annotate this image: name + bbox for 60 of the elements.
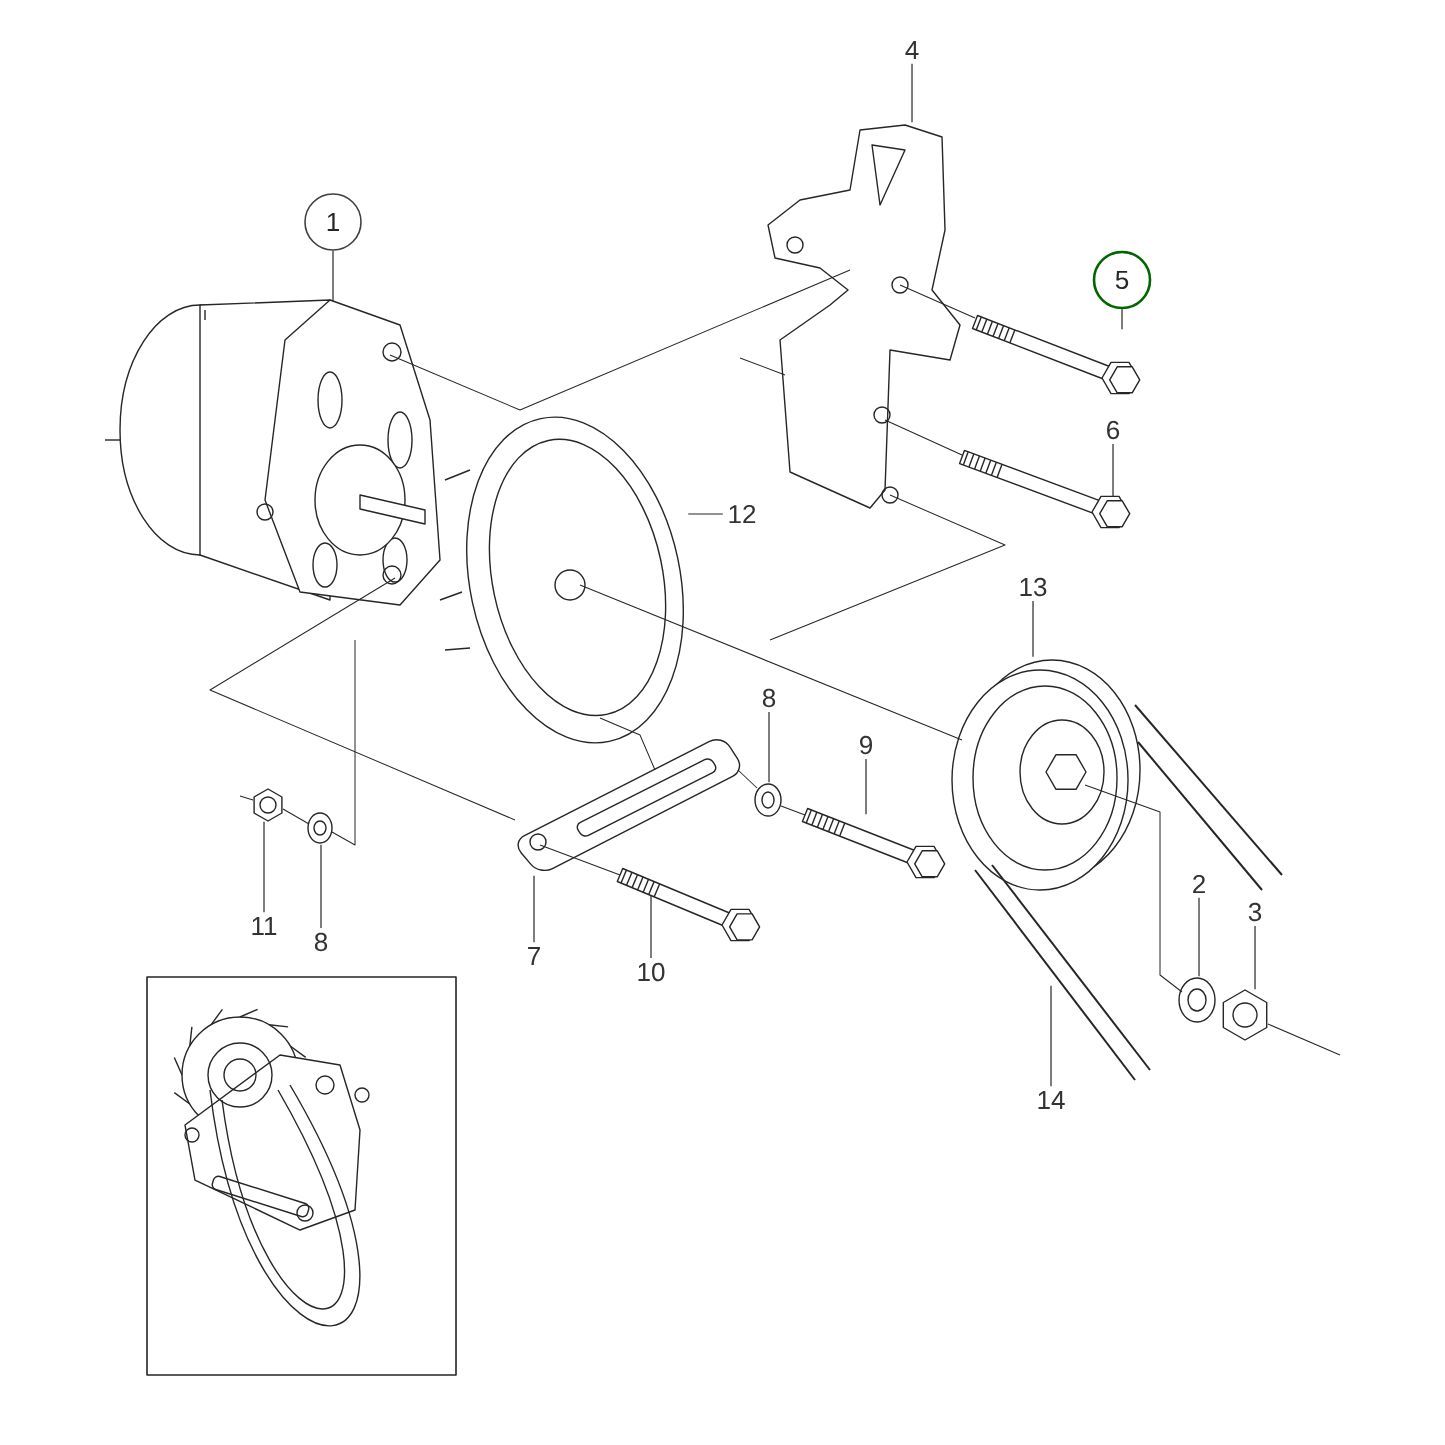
callout-number: 13	[1020, 577, 1047, 597]
bolt-drawing	[801, 807, 946, 879]
washer-drawing	[754, 783, 782, 817]
alignment-line	[780, 805, 806, 816]
leader-line	[865, 758, 867, 815]
leader-line	[263, 821, 265, 913]
callout-number: 3	[1248, 902, 1262, 922]
alignment-line	[331, 639, 356, 846]
alignment-line	[884, 419, 963, 456]
leader-line	[768, 711, 770, 783]
leader-line	[320, 844, 322, 929]
bracket-drawing	[767, 124, 961, 509]
callout-number: 14	[1038, 1091, 1065, 1109]
callout-number: 8	[762, 688, 776, 708]
leader-line	[911, 63, 913, 123]
callout-number: 2	[1193, 874, 1205, 894]
callout-number: 10	[638, 962, 665, 982]
alignment-line	[389, 269, 851, 411]
leader-line	[687, 513, 724, 515]
pulley-drawing	[951, 659, 1141, 891]
alignment-line	[739, 357, 786, 376]
alignment-line	[769, 494, 1006, 641]
bolt-drawing	[616, 867, 761, 942]
callout-number: 4	[905, 41, 919, 59]
callout-number: 8	[314, 932, 328, 952]
alignment-line	[599, 717, 656, 771]
alignment-line	[239, 795, 254, 801]
leader-line	[1032, 600, 1034, 658]
washer-drawing	[1178, 977, 1216, 1023]
nut-drawing	[1222, 989, 1268, 1041]
washer-drawing	[307, 812, 333, 844]
callout-number: 9	[860, 735, 872, 755]
callout-number: 5	[1092, 250, 1152, 310]
leader-line	[332, 250, 334, 302]
leader-line	[1254, 925, 1256, 990]
belt-drawing	[974, 864, 1151, 1081]
leader-line	[1198, 897, 1200, 977]
alternator-drawing	[104, 299, 441, 606]
leader-line	[1050, 985, 1052, 1087]
alignment-line	[539, 844, 621, 876]
callout-number: 6	[1107, 420, 1120, 440]
alignment-line	[209, 577, 516, 821]
callout-number: 7	[528, 947, 540, 965]
fan-drawing	[439, 416, 684, 744]
leader-line	[533, 875, 535, 943]
alignment-line	[1084, 784, 1183, 993]
leader-line	[1121, 308, 1123, 330]
bolt-drawing	[958, 449, 1131, 529]
alignment-line	[1267, 1023, 1341, 1056]
callout-number: 11	[252, 917, 277, 935]
leader-line	[1112, 443, 1114, 497]
alignment-line	[282, 808, 310, 825]
callout-number: 1	[304, 193, 362, 251]
bolt-drawing	[971, 314, 1141, 395]
callout-number: 12	[729, 504, 756, 524]
leader-line	[650, 894, 652, 959]
alignment-line	[737, 769, 758, 789]
alignment-line	[899, 284, 976, 319]
nut-drawing	[253, 788, 283, 822]
alignment-line	[579, 584, 963, 741]
